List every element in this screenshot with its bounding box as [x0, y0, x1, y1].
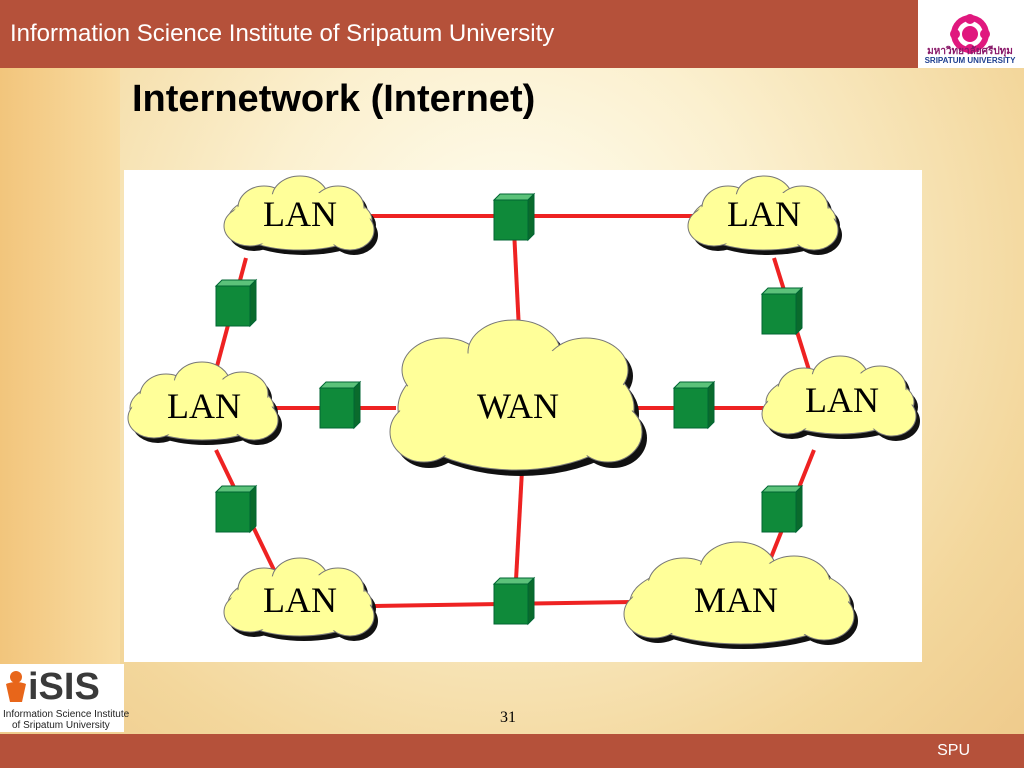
cloud-lan-top-right	[687, 175, 842, 255]
left-decorative-band	[0, 68, 120, 668]
isis-wordmark: iSIS	[28, 666, 100, 708]
header-bar: Information Science Institute of Sripatu…	[0, 0, 918, 68]
footer-bar: SPU	[0, 734, 1024, 768]
cloud-lan-bottom-left	[223, 557, 378, 641]
footer-label: SPU	[937, 742, 970, 759]
sripatum-logo: มหาวิทยาลัยศรีปทุม SRIPATUM UNIVERSITY	[918, 0, 1024, 68]
node-label-lan-top-right: LAN	[727, 194, 801, 234]
cloud-wan-center	[389, 319, 647, 476]
page-number: 31	[500, 709, 516, 726]
cloud-lan-mid-left	[127, 361, 282, 445]
node-label-lan-top-left: LAN	[263, 194, 337, 234]
isis-logo-line1: Information Science Institute	[3, 709, 130, 720]
isis-logo-line2: of Sripatum University	[12, 720, 110, 731]
node-label-lan-mid-left: LAN	[167, 386, 241, 426]
isis-figure-icon	[6, 671, 26, 702]
sripatum-emblem-icon	[950, 14, 990, 54]
network-diagram-svg: LAN LAN LAN WAN LAN LAN MAN	[127, 175, 920, 649]
node-label-man: MAN	[694, 580, 778, 620]
node-label-lan-mid-right: LAN	[805, 380, 879, 420]
isis-logo: iSIS Information Science Institute of Sr…	[0, 664, 129, 732]
cloud-lan-mid-right	[761, 355, 920, 441]
sripatum-english-name: SRIPATUM UNIVERSITY	[924, 56, 1016, 65]
cloud-lan-top-left	[223, 175, 378, 255]
header-title: Information Science Institute of Sripatu…	[10, 20, 555, 47]
node-label-lan-bottom-left: LAN	[263, 580, 337, 620]
sripatum-thai-name: มหาวิทยาลัยศรีปทุม	[927, 46, 1013, 57]
internetwork-diagram: LAN LAN LAN WAN LAN LAN MAN	[124, 170, 922, 662]
link-wan-bottom	[514, 469, 524, 581]
cloud-man-bottom-right	[623, 541, 858, 649]
node-label-wan: WAN	[477, 386, 559, 426]
slide-title: Internetwork (Internet)	[132, 78, 536, 120]
